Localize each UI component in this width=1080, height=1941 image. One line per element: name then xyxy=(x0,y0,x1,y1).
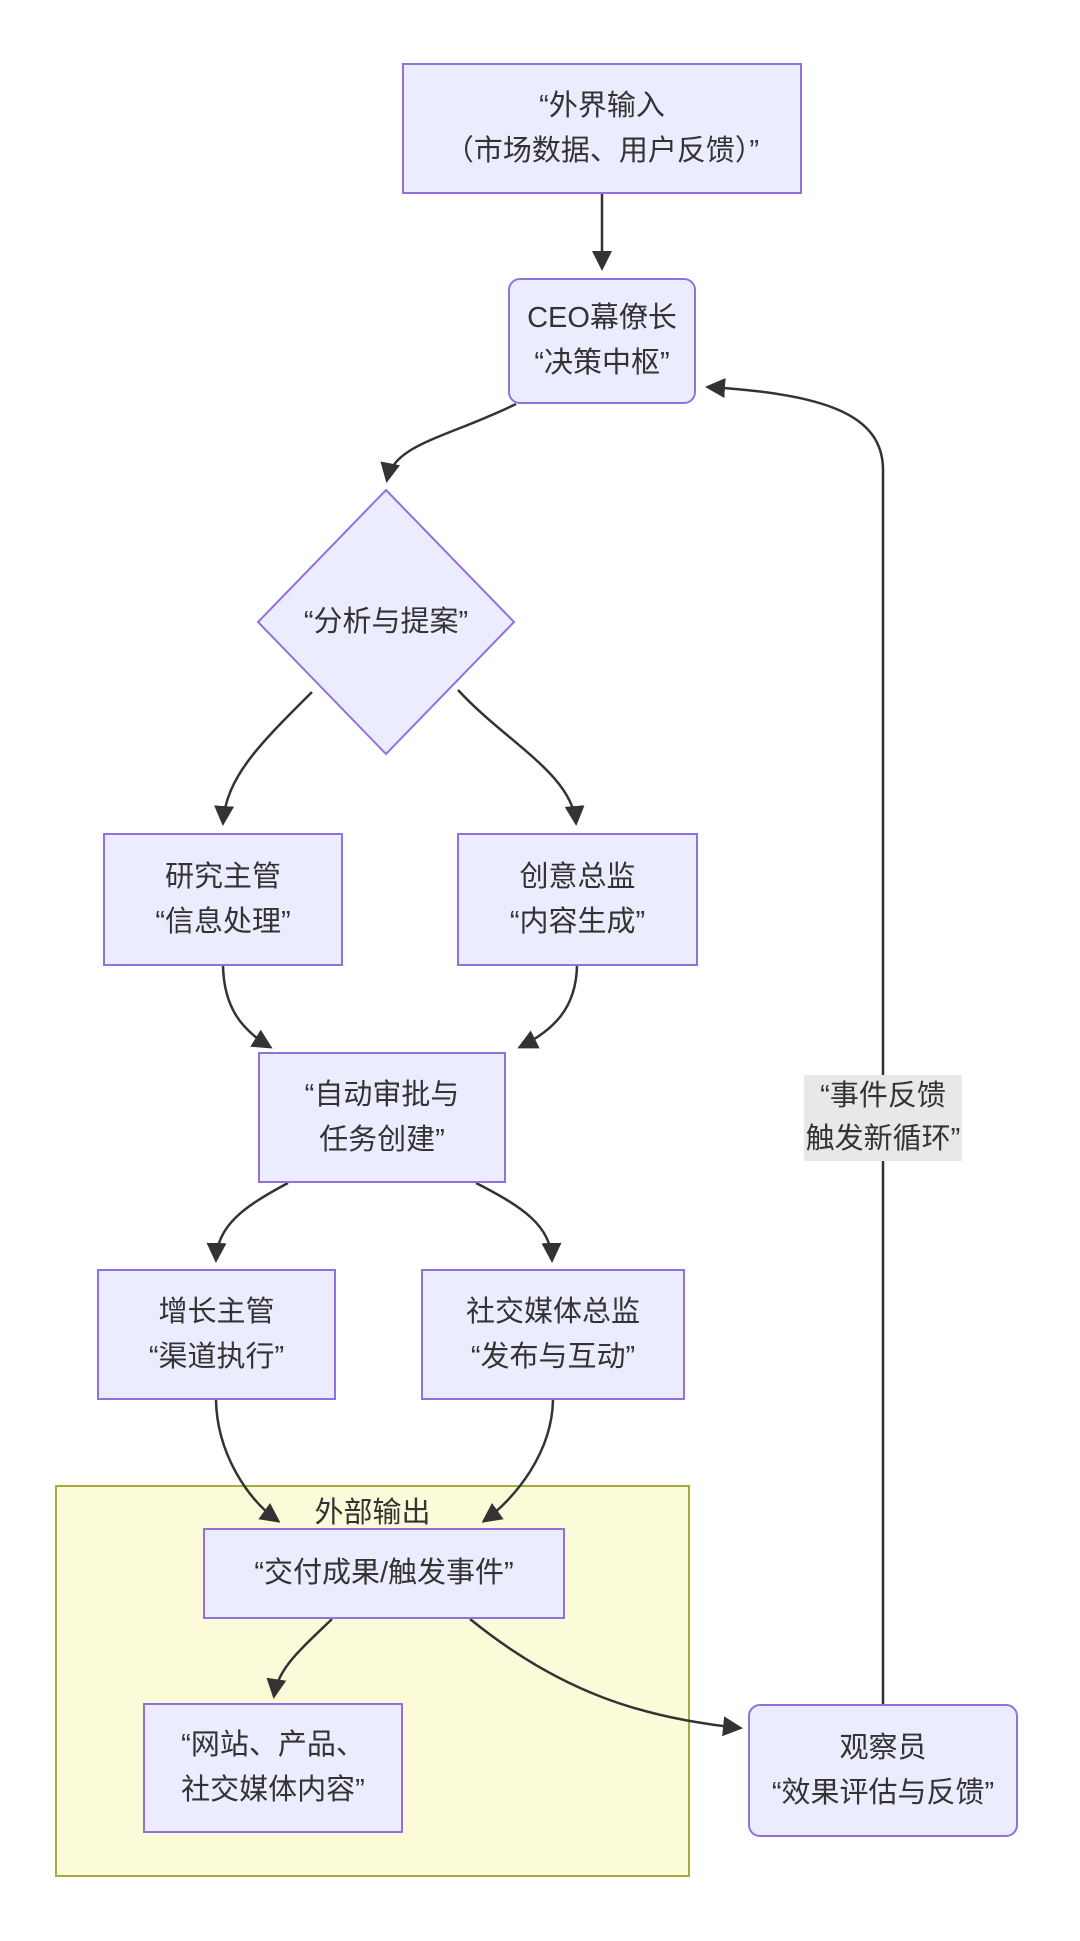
node-observer-text1: 观察员 xyxy=(839,1731,927,1764)
edge-analysis-to-creative xyxy=(457,689,585,826)
node-research-lead: 研究主管 “信息处理” xyxy=(103,833,343,966)
node-observer: 观察员 “效果评估与反馈” xyxy=(748,1704,1018,1837)
node-growth-text1: 增长主管 xyxy=(158,1295,275,1328)
node-auto-approval: “自动审批与 任务创建” xyxy=(258,1052,506,1183)
edge-research-to-approval xyxy=(221,965,273,1049)
edge-approval-to-growth xyxy=(206,1181,289,1263)
node-ceo-text2: “决策中枢” xyxy=(534,347,670,379)
node-ceo-text1: CEO幕僚长 xyxy=(527,302,677,334)
edge-ceo-to-analysis xyxy=(380,402,517,483)
node-social-text1: 社交媒体总监 xyxy=(465,1295,640,1328)
node-website-text2: 社交媒体内容” xyxy=(181,1774,365,1806)
node-ceo: CEO幕僚长 “决策中枢” xyxy=(508,278,696,404)
node-auto-approval-text1: “自动审批与 xyxy=(304,1078,460,1111)
cluster-external-output-label: 外部输出 xyxy=(314,1497,431,1529)
edge-approval-to-social xyxy=(475,1181,562,1263)
edge-analysis-to-research xyxy=(214,691,313,826)
edge-label-feedback-text1: “事件反馈 xyxy=(820,1080,946,1112)
edge-social-to-deliver xyxy=(481,1399,555,1523)
node-analysis-diamond-shape xyxy=(256,488,516,756)
node-external-input-text1: “外界输入 xyxy=(539,89,665,122)
node-auto-approval-text2: 任务创建” xyxy=(319,1123,445,1156)
node-deliverables-text1: “交付成果/触发事件” xyxy=(254,1557,514,1589)
edge-label-feedback: “事件反馈 触发新循环” xyxy=(804,1075,962,1161)
node-deliverables: “交付成果/触发事件” xyxy=(203,1528,565,1619)
node-website-text1: “网站、产品、 xyxy=(181,1729,365,1761)
node-creative-director: 创意总监 “内容生成” xyxy=(457,833,698,966)
node-external-input: “外界输入 （市场数据、用户反馈）” xyxy=(402,63,802,194)
edge-deliver-to-observer xyxy=(469,1618,743,1737)
node-analysis-text1: “分析与提案” xyxy=(303,606,469,638)
node-social-director: 社交媒体总监 “发布与互动” xyxy=(421,1269,685,1400)
node-research-text2: “信息处理” xyxy=(155,905,291,938)
node-growth-text2: “渠道执行” xyxy=(148,1340,285,1373)
node-social-text2: “发布与互动” xyxy=(470,1340,636,1373)
edge-creative-to-approval xyxy=(517,965,579,1049)
edge-observer-to-ceo-feedback xyxy=(705,378,885,1704)
edge-deliver-to-website xyxy=(266,1618,333,1699)
edge-label-feedback-text2: 触发新循环” xyxy=(805,1123,961,1155)
edge-growth-to-deliver xyxy=(214,1399,281,1523)
node-creative-text2: “内容生成” xyxy=(509,905,646,938)
node-growth-lead: 增长主管 “渠道执行” xyxy=(97,1269,336,1400)
node-research-text1: 研究主管 xyxy=(164,860,281,893)
node-external-input-text2: （市场数据、用户反馈）” xyxy=(444,134,760,167)
node-website-content: “网站、产品、 社交媒体内容” xyxy=(143,1703,403,1833)
node-observer-text2: “效果评估与反馈” xyxy=(771,1776,995,1809)
node-creative-text1: 创意总监 xyxy=(519,860,636,893)
node-analysis-diamond-label: “分析与提案” xyxy=(266,600,506,645)
